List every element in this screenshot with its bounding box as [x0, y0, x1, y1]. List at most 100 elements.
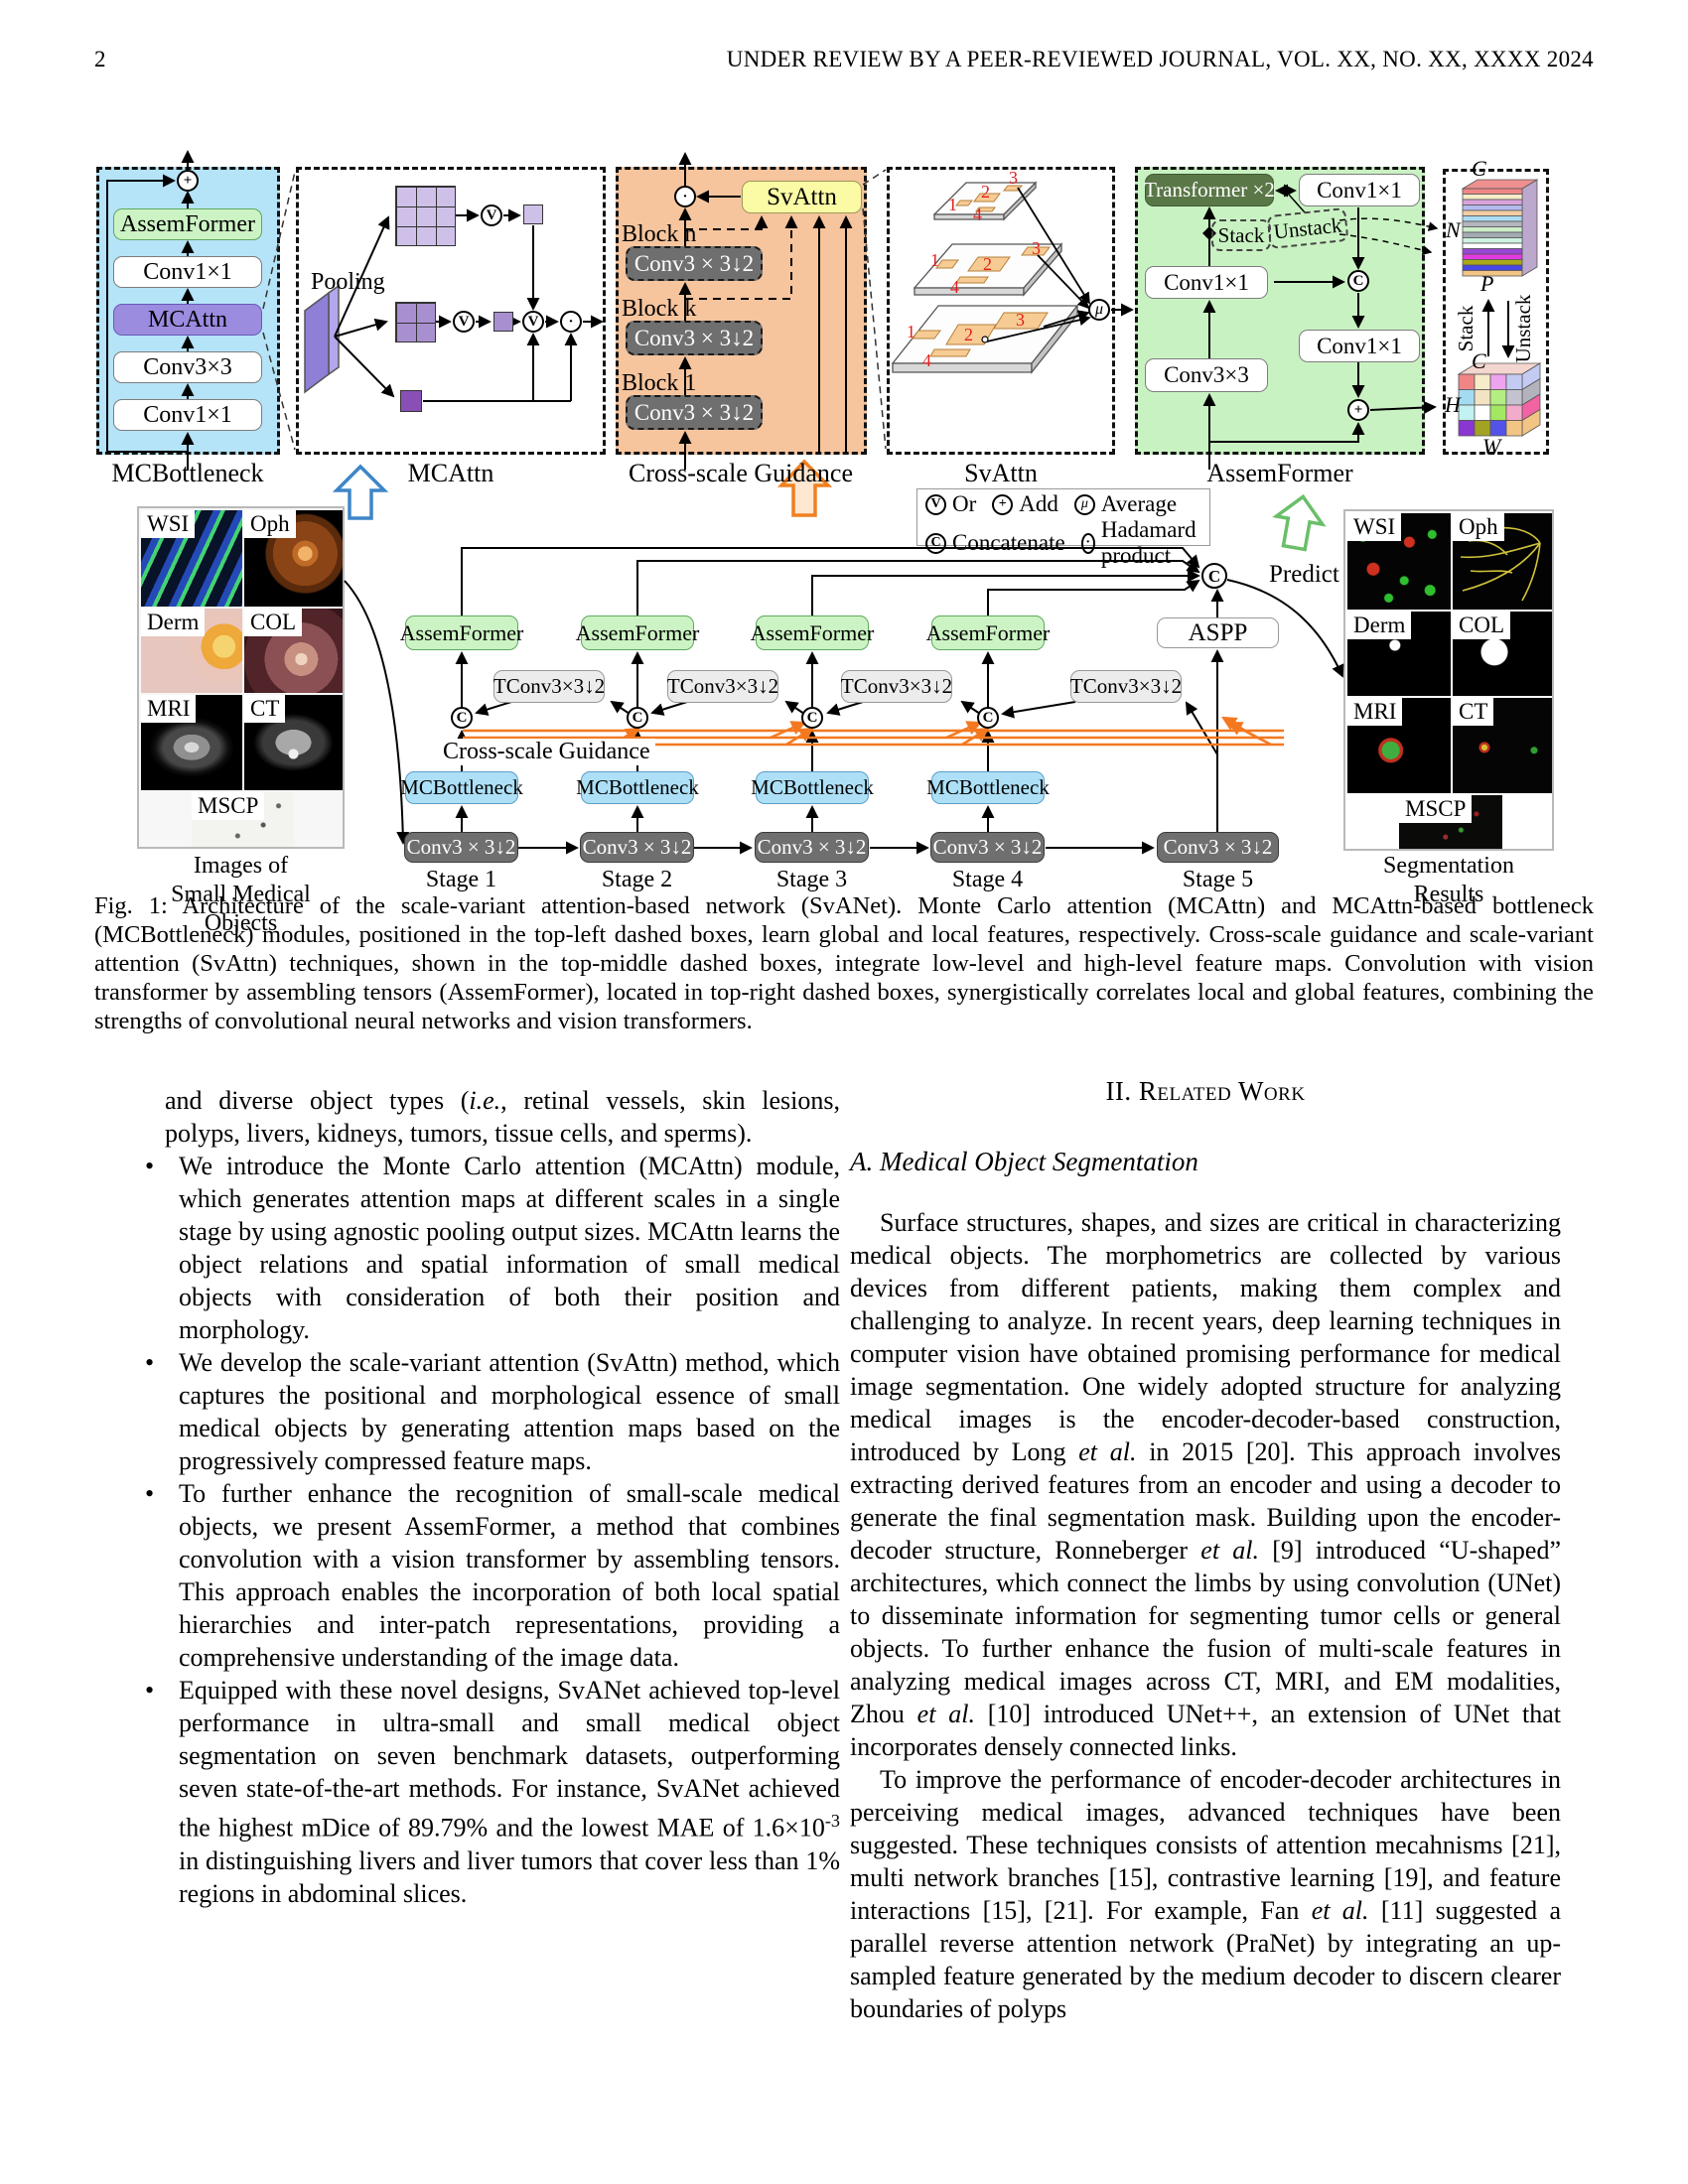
conv3x3-node: Conv3×3	[1145, 358, 1268, 392]
modality-label: Derm	[141, 609, 206, 636]
assemformer-panel-label: AssemFormer	[1206, 459, 1353, 487]
or-icon: V	[522, 311, 544, 333]
pool-grid-2x2	[395, 302, 436, 342]
hadamard-icon: ·	[560, 311, 582, 333]
modality-label: MSCP	[1399, 795, 1473, 823]
block-1-label: Block 1	[622, 370, 697, 396]
stage4-label: Stage 4	[951, 867, 1024, 892]
conv-downsample-block: Conv3 × 3↓2	[626, 395, 763, 430]
legend-add: +Add	[992, 491, 1058, 517]
concat-icon: C	[451, 707, 473, 729]
svg-text:P: P	[1479, 271, 1493, 296]
mcattn-panel-label: MCAttn	[407, 459, 494, 487]
left-column: and diverse object types (i.e., retinal …	[129, 1084, 840, 1910]
hadamard-icon: ·	[674, 186, 696, 207]
svg-text:1: 1	[930, 250, 939, 270]
paragraph: Surface structures, shapes, and sizes ar…	[850, 1208, 1561, 1761]
transformer-node: Transformer ×2	[1144, 174, 1275, 206]
stack-unstack-labels: Stack Unstack	[1454, 294, 1535, 362]
modality-label: WSI	[141, 510, 196, 538]
svg-text:Stack: Stack	[1454, 305, 1477, 351]
blue-expand-arrow	[332, 464, 389, 520]
mcbottleneck-stage3: MCBottleneck	[751, 771, 874, 804]
modality-label: Derm	[1347, 612, 1412, 639]
svg-text:2: 2	[981, 182, 990, 202]
list-continuation: and diverse object types (i.e., retinal …	[165, 1086, 840, 1148]
average-icon: μ	[1073, 493, 1095, 515]
conv1x1-node: Conv1×1	[1299, 174, 1420, 206]
svg-text:1: 1	[948, 195, 957, 214]
input-image-col: COL	[244, 609, 343, 693]
tconv-node: TConv3×3↓2	[1070, 670, 1182, 703]
mcattn-layer: MCAttn	[113, 304, 262, 336]
attention-map-small	[523, 205, 543, 224]
svg-text:3: 3	[1016, 310, 1025, 330]
svg-text:Unstack: Unstack	[1511, 294, 1535, 362]
list-item: Equipped with these novel designs, SvANe…	[129, 1674, 840, 1910]
tensor-dim-labels: C N P C H W	[1444, 156, 1502, 459]
mcbottleneck-panel-label: MCBottleneck	[111, 459, 264, 487]
stacked-tokens-tensor	[1461, 179, 1539, 277]
conv-downsample-block: Conv3 × 3↓2	[626, 246, 763, 281]
pool-grid-1x1	[400, 390, 422, 412]
input-image-oph: Oph	[244, 510, 343, 607]
or-icon: V	[453, 311, 475, 333]
legend-hadamard: ·Hadamard product	[1080, 517, 1203, 569]
stage2-label: Stage 2	[601, 867, 673, 892]
seg-result-mri: MRI	[1347, 698, 1451, 793]
conv-stage5: Conv3 × 3↓2	[1157, 832, 1279, 863]
or-icon: V	[481, 205, 502, 226]
subsection-heading: A. Medical Object Segmentation	[850, 1147, 1198, 1176]
assemformer-stage4: AssemFormer	[926, 615, 1050, 650]
conv-downsample-block: Conv3 × 3↓2	[626, 321, 763, 355]
input-image-mscp: MSCP	[192, 792, 294, 847]
assemformer-stage2: AssemFormer	[576, 615, 699, 650]
or-icon: V	[925, 493, 946, 515]
svg-text:W: W	[1482, 434, 1502, 459]
csg-pipeline-label: Cross-scale Guidance	[438, 739, 655, 765]
modality-label: CT	[1453, 698, 1494, 726]
tconv-node: TConv3×3↓2	[841, 670, 952, 703]
assemformer-layer: AssemFormer	[113, 208, 262, 240]
stage3-label: Stage 3	[775, 867, 848, 892]
svg-text:1: 1	[907, 322, 915, 341]
input-image-wsi: WSI	[141, 510, 242, 607]
input-image-derm: Derm	[141, 609, 242, 693]
conv3x3-layer: Conv3×3	[113, 351, 262, 383]
average-icon: μ	[1088, 299, 1110, 321]
add-icon: +	[177, 170, 199, 192]
input-image-ct: CT	[244, 695, 343, 790]
list-item: We develop the scale-variant attention (…	[129, 1346, 840, 1477]
contribution-list: We introduce the Monte Carlo attention (…	[129, 1150, 840, 1910]
assemformer-stage3: AssemFormer	[751, 615, 874, 650]
svattn-panel-label: SvAttn	[964, 459, 1038, 487]
conv1x1-node: Conv1×1	[1299, 330, 1420, 362]
mcbottleneck-stage1: MCBottleneck	[400, 771, 523, 804]
page-number: 2	[94, 47, 106, 71]
concat-icon: C	[1347, 270, 1369, 292]
add-icon: +	[992, 493, 1014, 515]
conv-stage4: Conv3 × 3↓2	[930, 832, 1045, 863]
seg-result-wsi: WSI	[1347, 513, 1451, 610]
list-item: We introduce the Monte Carlo attention (…	[129, 1150, 840, 1346]
conv1x1-node: Conv1×1	[1145, 266, 1268, 299]
predict-label: Predict	[1269, 561, 1339, 588]
list-item: To further enhance the recognition of sm…	[129, 1477, 840, 1674]
modality-label: Oph	[244, 510, 296, 538]
output-images-panel: WSI Oph Derm COL MRI CT MSCP	[1343, 509, 1554, 851]
pooling-label: Pooling	[311, 269, 385, 295]
tconv-node: TConv3×3↓2	[493, 670, 605, 703]
svattn-patch-numbers: 1 2 3 4 1 2 3 4 1 2 3 4	[907, 168, 1041, 370]
seg-result-ct: CT	[1453, 698, 1552, 793]
modality-label: COL	[1453, 612, 1510, 639]
concat-icon: C	[925, 532, 946, 554]
attention-map-small	[493, 312, 513, 332]
section-heading: II. Related Work	[1105, 1076, 1306, 1106]
csg-panel-label: Cross-scale Guidance	[629, 459, 853, 487]
